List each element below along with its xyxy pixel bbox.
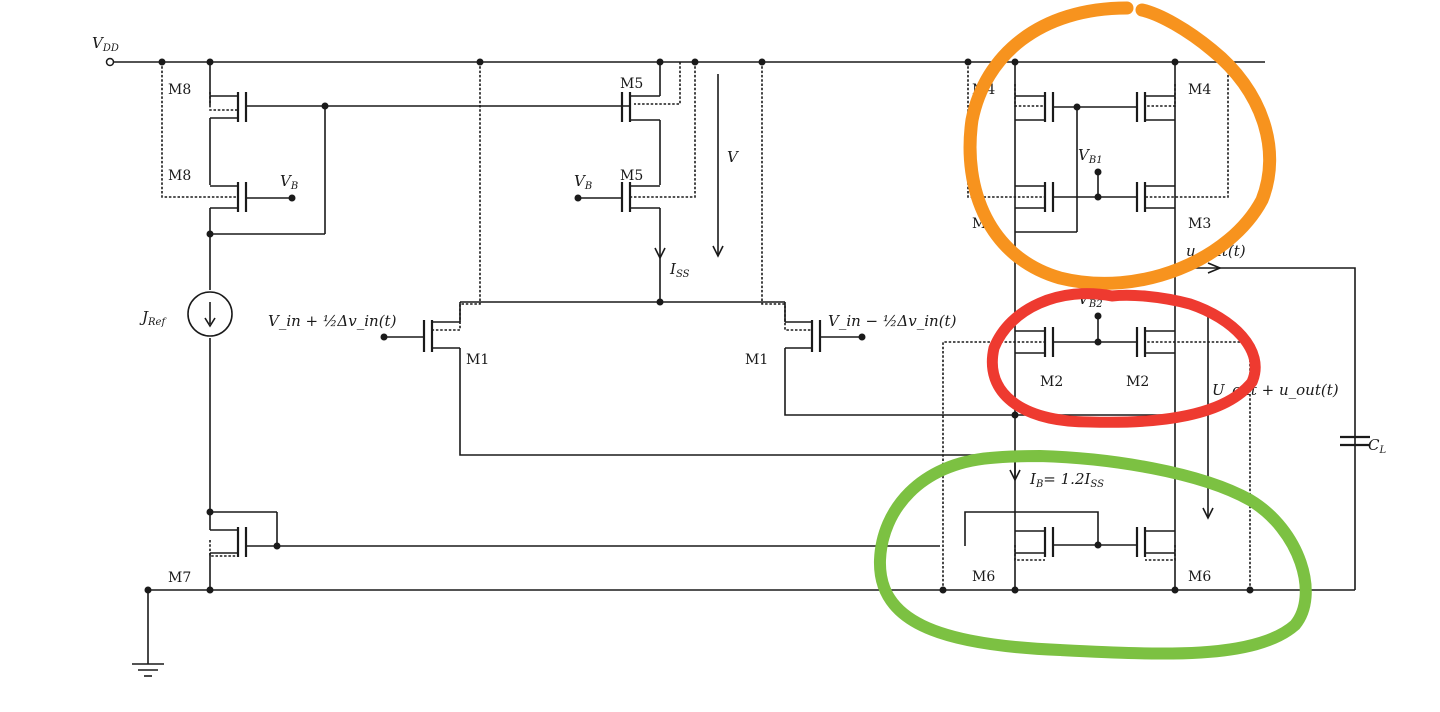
label-m6-right: M6 xyxy=(1188,569,1211,585)
label-m4-right: M4 xyxy=(1188,82,1211,98)
cl-label: CL xyxy=(1368,436,1386,456)
vdd-label: VDD xyxy=(92,34,119,54)
bias-branch xyxy=(161,62,940,590)
tail-source xyxy=(578,62,724,302)
label-m8-top: M8 xyxy=(168,82,191,98)
ib-label: IB= 1.2ISS xyxy=(1029,470,1104,490)
label-m6-left: M6 xyxy=(972,569,995,585)
vin-minus-label: V_in − ½Δv_in(t) xyxy=(828,312,957,330)
folded-cascode xyxy=(942,62,1370,590)
label-m1-left: M1 xyxy=(466,352,489,368)
vb1-label: VB1 xyxy=(1078,146,1103,166)
label-m5-bottom: M5 xyxy=(620,168,643,184)
vb-label-left: VB xyxy=(280,172,298,192)
red-highlight-circle xyxy=(987,288,1261,428)
ground-icon xyxy=(132,663,164,677)
label-m1-right: M1 xyxy=(745,352,768,368)
v-label: V xyxy=(727,148,740,166)
jref-label: JRef xyxy=(139,308,167,328)
ground-rail xyxy=(147,589,1355,664)
label-m3-right: M3 xyxy=(1188,216,1211,232)
diff-pair xyxy=(384,62,1175,456)
label-m2-left: M2 xyxy=(1040,374,1063,390)
vb-label-mid: VB xyxy=(574,172,592,192)
iss-label: ISS xyxy=(669,260,690,280)
label-m5-top: M5 xyxy=(620,76,643,92)
orange-highlight-circle xyxy=(963,1,1277,290)
label-m7: M7 xyxy=(168,570,191,586)
label-m8-bottom: M8 xyxy=(168,168,191,184)
vin-plus-label: V_in + ½Δv_in(t) xyxy=(268,312,397,330)
supply-rail xyxy=(105,57,1265,67)
green-highlight-circle xyxy=(873,450,1312,660)
label-m2-right: M2 xyxy=(1126,374,1149,390)
